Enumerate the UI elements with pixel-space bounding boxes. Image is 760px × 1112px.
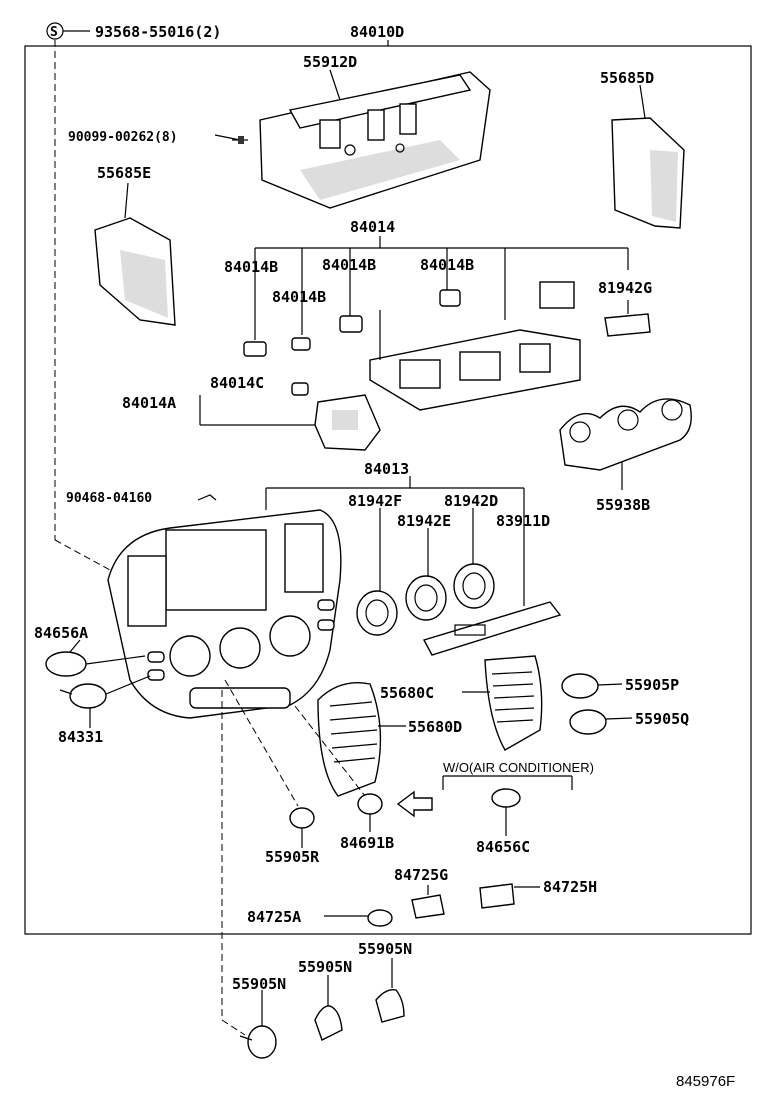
duct-right xyxy=(611,117,685,229)
bulb-icon xyxy=(439,289,461,307)
lamp-lens xyxy=(604,313,651,337)
screw-marker-icon: S xyxy=(46,22,64,40)
arrow-left-icon xyxy=(396,790,433,818)
label-81942g: 81942G xyxy=(598,279,652,297)
label-55905n-2: 55905N xyxy=(298,958,352,976)
control-panel-housing xyxy=(259,71,491,209)
label-84014a: 84014A xyxy=(122,394,176,412)
knob-55905n xyxy=(375,989,405,1023)
switch-84725g xyxy=(411,894,445,919)
clip-icon xyxy=(197,494,217,501)
label-84014b-1: 84014B xyxy=(224,258,278,276)
switch-board xyxy=(369,281,581,411)
knob-55905n xyxy=(314,1005,343,1041)
switch-84725h xyxy=(479,883,515,909)
rotary-switch xyxy=(314,394,381,451)
vent-55680d xyxy=(317,682,382,797)
label-84014: 84014 xyxy=(350,218,395,236)
figure-number: 845976F xyxy=(676,1073,735,1090)
vent-55680c xyxy=(484,655,543,751)
switch-84331 xyxy=(59,683,107,709)
knob-55905q xyxy=(569,709,607,735)
label-55905r: 55905R xyxy=(265,848,320,866)
knob-84656c xyxy=(491,788,521,808)
label-90468-04160: 90468-04160 xyxy=(66,491,152,506)
knob-55905r xyxy=(289,807,315,829)
label-55905q: 55905Q xyxy=(635,710,689,728)
duct-left xyxy=(94,217,176,326)
label-55680d: 55680D xyxy=(408,718,462,736)
label-55905n-3: 55905N xyxy=(232,975,286,993)
label-84656a: 84656A xyxy=(34,624,88,642)
label-84691b: 84691B xyxy=(340,834,394,852)
label-84725g: 84725G xyxy=(394,866,448,884)
ring-icon xyxy=(453,563,495,609)
label-84014b-2: 84014B xyxy=(322,256,376,274)
bulb-icon xyxy=(339,315,363,333)
label-84010d: 84010D xyxy=(350,23,404,41)
indicator-plate xyxy=(422,601,562,656)
label-90099-00262: 90099-00262(8) xyxy=(68,130,178,145)
heater-control-cover xyxy=(559,398,692,471)
knob-55905n xyxy=(239,1025,277,1059)
label-83911d: 83911D xyxy=(496,512,550,530)
label-55685d: 55685D xyxy=(600,69,654,87)
knob-55905p xyxy=(561,673,599,699)
center-cluster-bezel xyxy=(107,509,342,719)
bolt-icon xyxy=(232,136,248,144)
knob-84656a xyxy=(45,651,87,677)
ring-icon xyxy=(405,575,447,621)
label-81942f: 81942F xyxy=(348,492,402,510)
label-84725h: 84725H xyxy=(543,878,597,896)
label-55905p: 55905P xyxy=(625,676,679,694)
label-84014c: 84014C xyxy=(210,374,264,392)
label-84014b-4: 84014B xyxy=(272,288,326,306)
label-55938b: 55938B xyxy=(596,496,650,514)
label-55680c: 55680C xyxy=(380,684,434,702)
label-wo-air-conditioner: W/O(AIR CONDITIONER) xyxy=(443,760,594,775)
label-81942e: 81942E xyxy=(397,512,451,530)
label-81942d: 81942D xyxy=(444,492,498,510)
switch-84691b xyxy=(357,793,383,815)
svg-text:S: S xyxy=(50,25,58,40)
label-84013: 84013 xyxy=(364,460,409,478)
label-84725a: 84725A xyxy=(247,908,301,926)
switch-84725a xyxy=(367,909,393,927)
bulb-icon xyxy=(291,337,311,351)
bulb-icon xyxy=(243,341,267,357)
label-55905n-1: 55905N xyxy=(358,940,412,958)
label-93568-55016: 93568-55016(2) xyxy=(95,23,221,41)
label-84656c: 84656C xyxy=(476,838,530,856)
bulb-icon xyxy=(291,382,309,396)
label-55912d: 55912D xyxy=(303,53,357,71)
label-84014b-3: 84014B xyxy=(420,256,474,274)
label-55685e: 55685E xyxy=(97,164,151,182)
ring-icon xyxy=(356,590,398,636)
label-84331: 84331 xyxy=(58,728,103,746)
